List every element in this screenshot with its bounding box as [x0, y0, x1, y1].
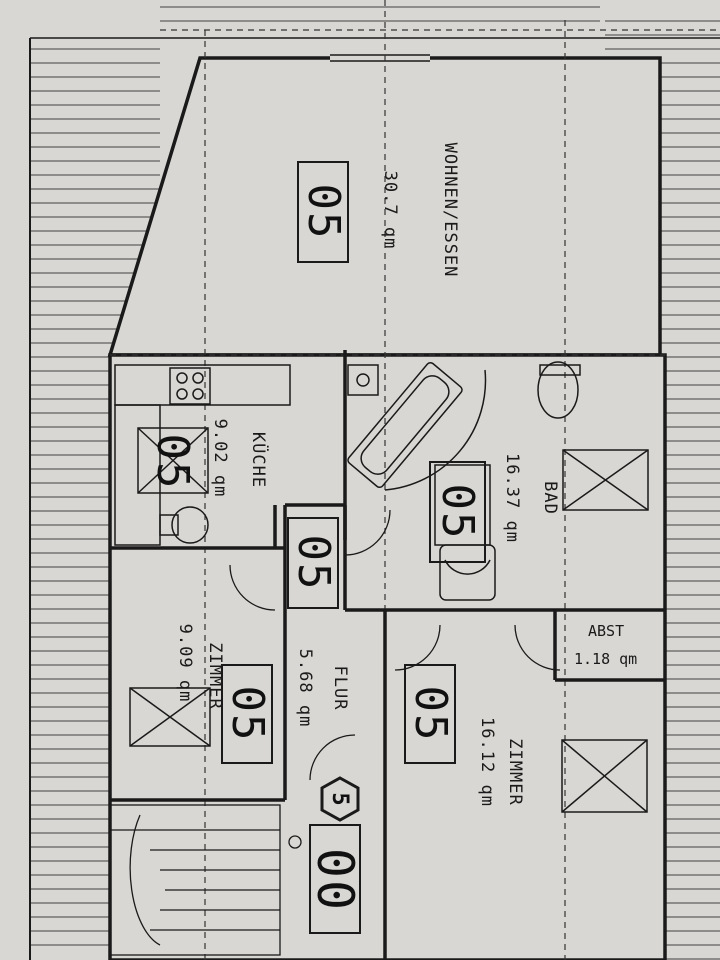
- room-area-abst: 1.18 qm: [574, 650, 638, 668]
- skylights: [129, 687, 648, 813]
- room-code-zimmer-right: 05: [405, 685, 456, 743]
- interior-walls: [110, 350, 665, 960]
- bathroom-fixtures: [347, 361, 649, 601]
- staircase: [109, 804, 302, 956]
- stair-code: 00: [306, 847, 364, 913]
- room-area-kueche: 9.02 qm: [210, 418, 230, 498]
- roof-hatch-top: [160, 0, 600, 30]
- room-code-kueche: 05: [147, 433, 198, 491]
- room-area-zimmer-right: 16.12 qm: [477, 717, 497, 807]
- code-boxes: [221, 161, 486, 934]
- room-name-abst: ABST: [588, 622, 625, 640]
- room-area-bad: 16.37 qm: [502, 453, 522, 543]
- room-code-bad: 05: [432, 483, 483, 541]
- floor-marker-hexagon: [320, 776, 360, 822]
- room-code-flur: 05: [288, 534, 339, 592]
- room-area-flur: 5.68 qm: [295, 648, 315, 728]
- room-name-wohnen: WOHNEN/ESSEN: [440, 142, 460, 278]
- room-code-wohnen: 05: [298, 183, 349, 241]
- roof-hatch-left-lower: [30, 800, 110, 950]
- room-area-zimmer-left: 9.09 qm: [175, 623, 195, 703]
- dashed-lines: [110, 0, 720, 960]
- room-name-kueche: KÜCHE: [248, 431, 268, 489]
- room-name-flur: FLUR: [330, 665, 350, 711]
- room-name-bad: BAD: [540, 481, 560, 515]
- floor-marker: 5: [327, 792, 353, 806]
- room-name-zimmer-right: ZIMMER: [505, 738, 525, 806]
- room-area-wohnen: 30.7 qm: [380, 170, 400, 250]
- room-code-zimmer-left: 05: [222, 685, 273, 743]
- kitchen-fixtures: [114, 364, 291, 546]
- door-swings: [229, 509, 561, 781]
